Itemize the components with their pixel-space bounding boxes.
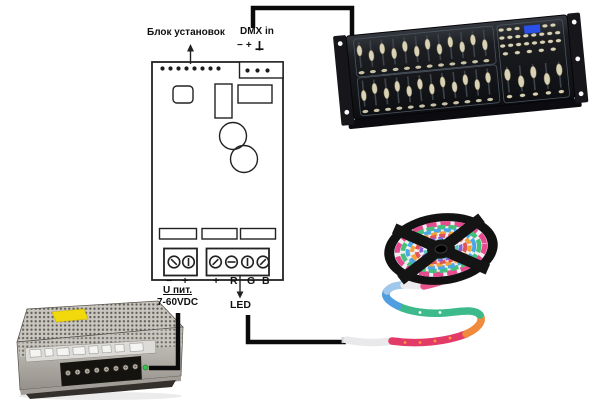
power-supply-label: U пит. [163, 285, 192, 296]
dmx-in-label: DMX in [240, 26, 274, 37]
ground-icon [255, 41, 264, 51]
power-terminal-block [163, 247, 198, 277]
power-supply-illustration [16, 300, 184, 400]
dmx-signal-wire [250, 5, 355, 42]
controller-schematic [151, 61, 284, 281]
controller-body [151, 61, 284, 281]
led-pin-plus: + [213, 275, 220, 287]
dmx-pin-labels: − + [237, 41, 264, 53]
led-pin-b: B [262, 275, 270, 287]
psu-sticker [51, 308, 89, 323]
component-rect-wide [237, 84, 273, 104]
rgb-led-strip-illustration [341, 213, 498, 347]
power-pin-plus: + [182, 275, 189, 287]
psu-output-terminal [142, 364, 149, 371]
program-section [496, 19, 570, 104]
settings-arrow [187, 44, 194, 64]
power-voltage-label: 7-60VDC [157, 297, 199, 308]
slot-bar-1 [158, 227, 198, 240]
slot-bar-2 [201, 227, 238, 240]
led-label: LED [230, 299, 251, 311]
led-pin-r: R [230, 275, 238, 287]
dmx-pin-plus: + [245, 40, 252, 51]
dmx-terminal [238, 61, 284, 79]
led-pin-g: G [247, 275, 256, 287]
power-pin-minus: − [166, 275, 173, 287]
dmx-pin-minus: − [237, 40, 243, 51]
trimmer-knob-1 [218, 121, 248, 151]
power-input-wire [149, 313, 181, 371]
settings-block-label: Блок установок [147, 27, 225, 38]
trimmer-knob-2 [229, 144, 259, 174]
slot-bar-3 [239, 227, 277, 240]
lcd-display [523, 24, 541, 34]
psu-terminal-labels [29, 342, 144, 358]
led-arrow [236, 274, 244, 299]
fader-bank-1 [353, 25, 497, 78]
component-rect-tall [214, 83, 233, 119]
dmx-console-illustration [333, 12, 589, 129]
strip-reel [384, 213, 498, 285]
mode-button [172, 85, 194, 104]
led-output-wire [245, 315, 346, 345]
fader-bank-2 [356, 64, 501, 117]
